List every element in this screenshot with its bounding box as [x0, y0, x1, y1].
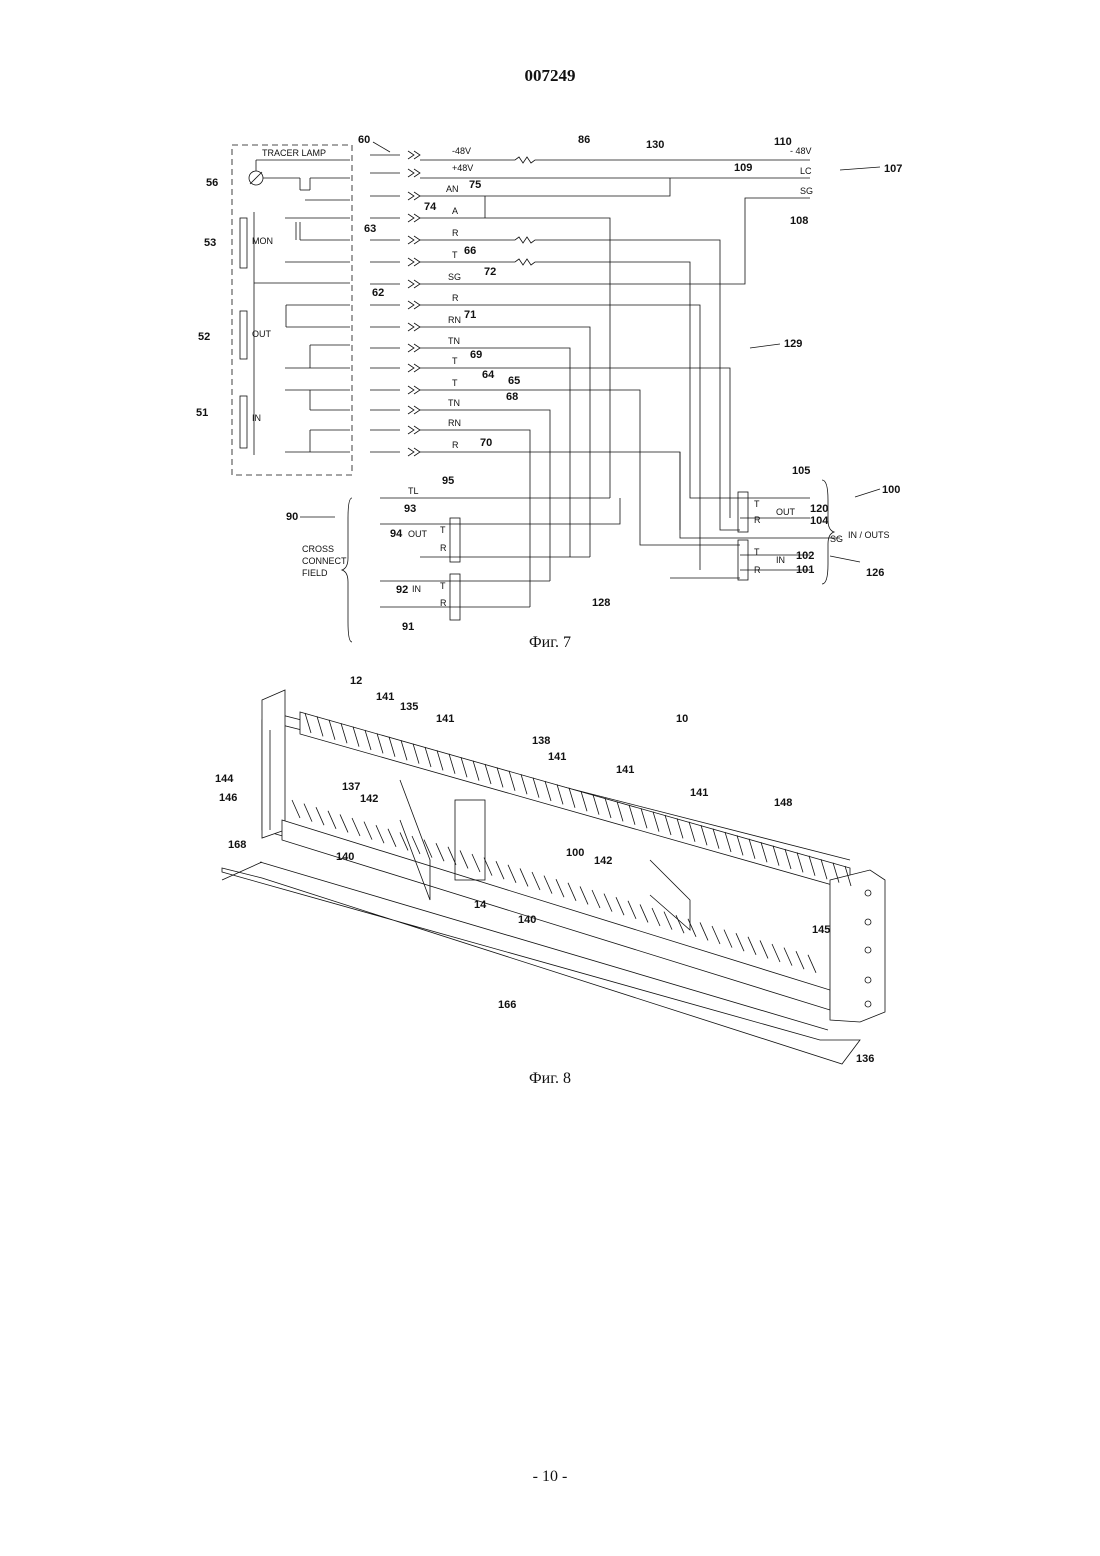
svg-text:168: 168 [228, 839, 246, 851]
svg-text:141: 141 [616, 764, 634, 776]
svg-text:136: 136 [856, 1053, 874, 1065]
svg-text:137: 137 [342, 781, 360, 793]
svg-text:141: 141 [376, 691, 394, 703]
svg-text:145: 145 [812, 924, 830, 936]
svg-text:14: 14 [474, 899, 487, 911]
svg-text:141: 141 [690, 787, 708, 799]
svg-text:140: 140 [336, 851, 354, 863]
figure-8-drawing: 12 141 135 141 10 138 141 141 141 144 14… [0, 0, 1100, 1100]
svg-text:12: 12 [350, 675, 362, 687]
svg-text:135: 135 [400, 701, 418, 713]
svg-text:138: 138 [532, 735, 550, 747]
svg-text:141: 141 [436, 713, 454, 725]
svg-text:144: 144 [215, 773, 234, 785]
svg-text:148: 148 [774, 797, 792, 809]
svg-text:142: 142 [594, 855, 612, 867]
svg-text:146: 146 [219, 792, 237, 804]
page-number: - 10 - [0, 1468, 1100, 1486]
figure-8-caption: Фиг. 8 [0, 1070, 1100, 1088]
svg-text:140: 140 [518, 914, 536, 926]
svg-text:142: 142 [360, 793, 378, 805]
svg-text:166: 166 [498, 999, 516, 1011]
svg-text:100: 100 [566, 847, 584, 859]
svg-text:141: 141 [548, 751, 566, 763]
svg-text:10: 10 [676, 713, 688, 725]
